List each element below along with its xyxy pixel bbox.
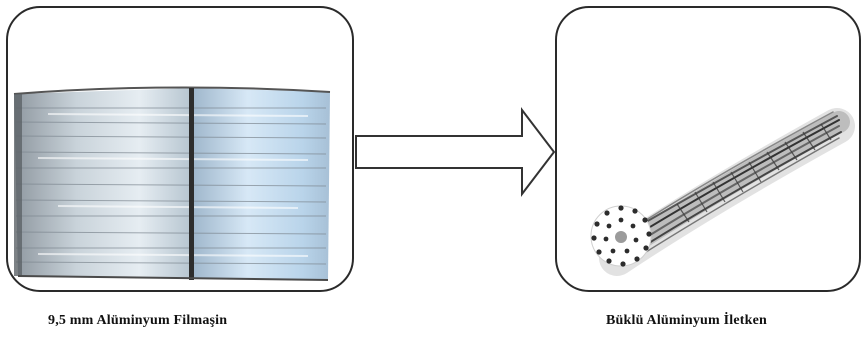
wire-rod-coil-image xyxy=(13,86,331,281)
wire-rod-caption: 9,5 mm Alüminyum Filmaşin xyxy=(48,313,228,328)
wire-rod-panel xyxy=(6,6,354,292)
conductor-panel xyxy=(555,6,861,292)
conductor-caption: Büklü Alüminyum İletken xyxy=(606,313,767,328)
stranded-conductor-image xyxy=(590,108,855,276)
